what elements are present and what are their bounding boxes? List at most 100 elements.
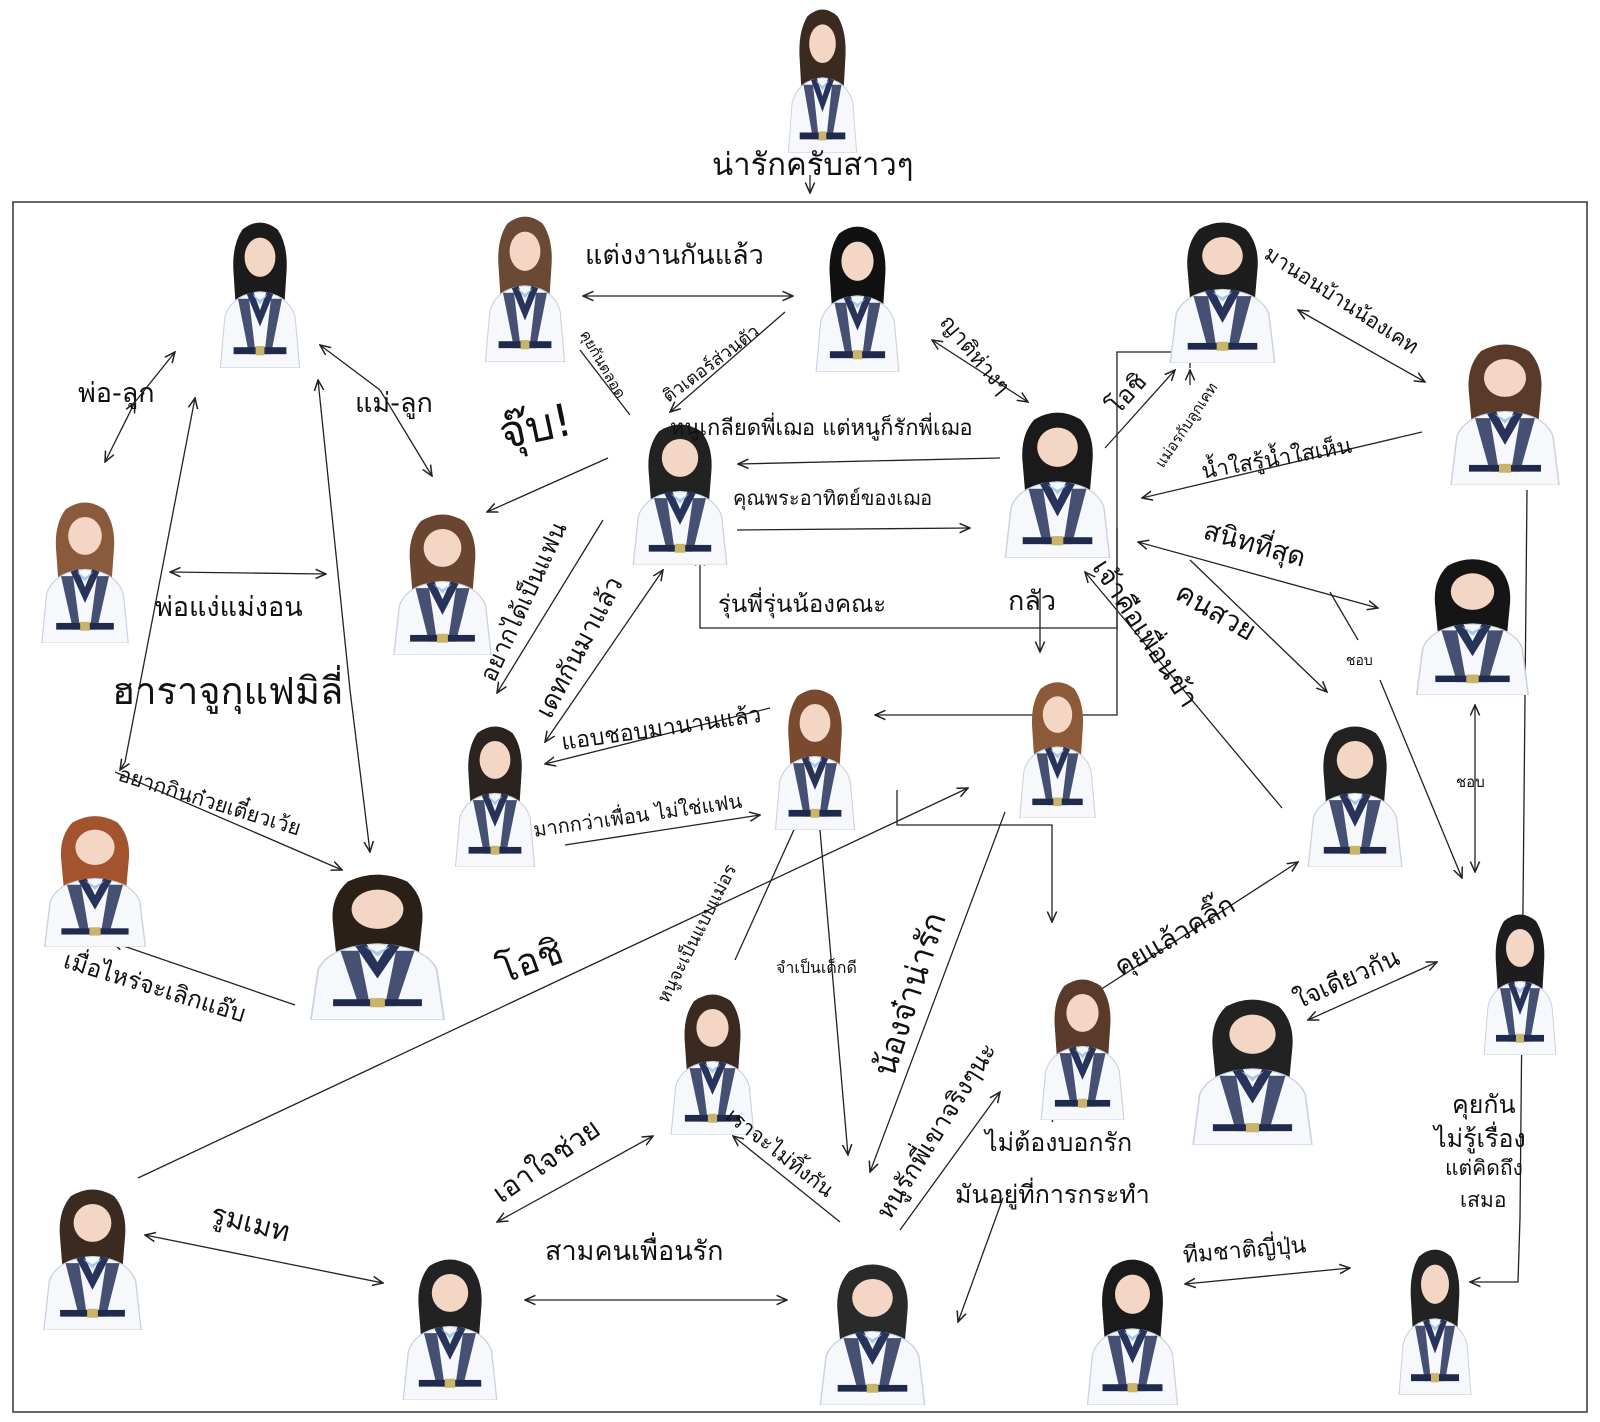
relation-arrow-16 <box>1138 542 1378 608</box>
relation-label-l36: ไม่ต้องบอกรัก <box>985 1128 1133 1157</box>
member-portrait-n4 <box>1150 218 1295 363</box>
member-portrait-n9 <box>985 408 1130 558</box>
member-portrait-n24 <box>1070 1255 1195 1405</box>
member-portrait-n15 <box>25 812 165 947</box>
relation-label-l17: พ่อแง่แม่งอน <box>155 592 303 623</box>
relation-arrow-38 <box>819 829 848 1155</box>
member-portrait-n11 <box>440 722 550 867</box>
relation-arrow-23 <box>349 689 370 852</box>
relation-label-l39: ไม่รู้เรื่อง <box>1434 1124 1526 1153</box>
member-portrait-n18 <box>1170 995 1335 1145</box>
member-portrait-n17 <box>1470 910 1570 1055</box>
relation-label-l21: รุ่นพี่รุ่นน้องคณะ <box>718 590 887 618</box>
relation-arrow-3 <box>670 311 786 412</box>
member-figure-icon <box>1450 344 1560 485</box>
relation-label-l11: จุ๊บ! <box>494 392 577 460</box>
relation-arrow-9 <box>105 402 135 462</box>
relation-label-l29: จำเป็นเด็กดี <box>776 958 857 977</box>
relation-label-l27: ชอบ <box>1456 773 1485 791</box>
relation-label-l38: คุยกัน <box>1452 1090 1516 1119</box>
member-figure-icon <box>1019 682 1096 818</box>
member-portrait-n21 <box>25 1185 160 1330</box>
member-figure-icon <box>484 216 566 362</box>
relation-arrow-8 <box>1142 431 1423 498</box>
relation-arrow-50 <box>145 1235 383 1283</box>
member-portrait-n12 <box>760 685 870 830</box>
relation-label-l37: มันอยู่ที่การกระทำ <box>955 1180 1150 1209</box>
member-figure-icon <box>393 514 492 655</box>
relation-label-l40: แต่คิดถึง <box>1445 1156 1523 1180</box>
member-figure-icon <box>670 994 755 1135</box>
relation-arrow-2 <box>579 349 631 416</box>
relation-label-l45: สามคนเพื่อนรัก <box>545 1236 724 1267</box>
member-figure-icon <box>454 726 536 867</box>
member-portrait-n8 <box>615 420 745 565</box>
member-portrait-n5 <box>1430 340 1580 485</box>
member-figure-icon <box>219 222 301 368</box>
member-figure-icon <box>1415 559 1530 695</box>
relation-arrow-36 <box>734 812 802 961</box>
relation-label-l22: กลัว <box>1008 586 1057 617</box>
relation-arrow-29 <box>1085 572 1283 809</box>
relation-label-l13: คุณพระอาทิตย์ของเฌอ <box>733 486 933 510</box>
relation-arrow-48 <box>497 1136 653 1222</box>
member-portrait-n16 <box>285 870 470 1020</box>
member-portrait-n19 <box>655 990 770 1135</box>
member-figure-icon <box>402 1259 498 1400</box>
relation-label-l9: พ่อ-ลูก <box>78 378 155 409</box>
member-figure-icon <box>1192 999 1313 1145</box>
frame-border <box>12 201 1588 1413</box>
member-figure-icon <box>819 1264 926 1405</box>
member-portrait-n2 <box>470 212 580 362</box>
relation-arrow-27 <box>875 528 1118 715</box>
member-figure-icon <box>41 502 129 643</box>
member-portrait-n23 <box>800 1260 945 1405</box>
member-portrait-n7 <box>375 510 510 655</box>
member-figure-icon <box>1040 979 1125 1120</box>
relation-arrow-46 <box>1519 489 1528 1219</box>
member-portrait-n10 <box>1395 555 1550 695</box>
relation-arrow-39 <box>1099 862 1298 991</box>
member-figure-icon <box>815 226 900 372</box>
member-portrait-n14 <box>1290 722 1420 867</box>
member-portrait-n25 <box>1385 1245 1485 1395</box>
member-figure-icon <box>1004 412 1111 558</box>
relation-arrow-33 <box>114 771 342 870</box>
relation-arrow-52 <box>1185 1268 1350 1284</box>
relation-arrow-18 <box>1189 559 1327 692</box>
member-figure-icon <box>774 689 856 830</box>
member-figure-icon <box>1086 1259 1179 1405</box>
relation-arrow-12 <box>379 389 432 476</box>
relation-arrow-17 <box>1329 591 1359 641</box>
relation-arrow-31 <box>564 815 760 846</box>
relation-arrow-30 <box>545 707 771 764</box>
member-portrait-n1 <box>205 218 315 368</box>
relation-arrow-34 <box>1379 679 1462 878</box>
relation-label-l16: ชอบ <box>1346 653 1373 669</box>
relation-arrow-13 <box>487 457 609 512</box>
member-figure-icon <box>787 9 858 153</box>
member-figure-icon <box>1398 1249 1472 1395</box>
member-portrait-n22 <box>385 1255 515 1400</box>
relation-label-l12: หนูเกลียดพี่เฌอ แต่หนูก็รักพี่เฌอ <box>670 416 973 441</box>
member-figure-icon <box>43 816 147 947</box>
relation-arrow-11 <box>320 345 381 391</box>
member-figure-icon <box>43 1189 142 1330</box>
relation-arrow-49 <box>733 1136 841 1223</box>
relation-label-top: น่ารักครับสาวๆ <box>712 147 914 183</box>
relation-arrow-15 <box>736 528 970 530</box>
member-figure-icon <box>1483 914 1557 1055</box>
relation-arrow-20 <box>124 398 195 763</box>
relation-label-l10: แม่-ลูก <box>355 388 433 419</box>
relation-arrow-10 <box>134 352 175 403</box>
relation-arrow-42 <box>112 942 296 1006</box>
relation-arrow-25 <box>545 570 663 742</box>
relation-arrow-7 <box>1298 310 1425 382</box>
member-portrait-n0 <box>775 5 870 153</box>
member-figure-icon <box>632 424 728 565</box>
relation-label-l41: เสมอ <box>1460 1188 1507 1212</box>
relation-arrow-14 <box>738 457 1001 464</box>
relation-arrow-21 <box>120 762 125 770</box>
